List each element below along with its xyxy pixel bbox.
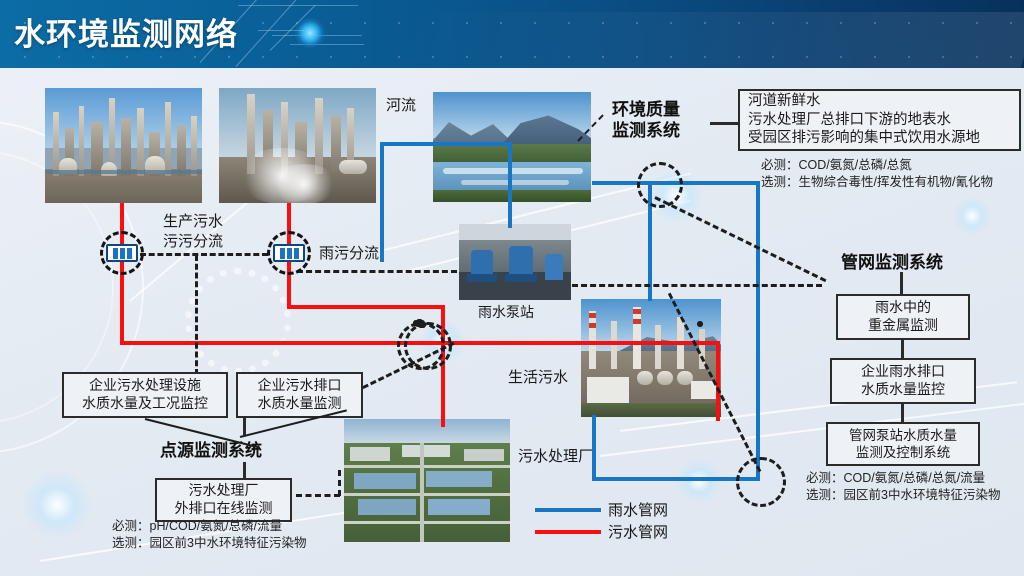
- header-swoosh: [369, 12, 1024, 68]
- rain-pipe-right-down: [756, 181, 760, 481]
- monitor-ring-icon: [100, 231, 144, 275]
- bg-flare-1: [22, 470, 92, 540]
- box-enterprise-facility-text: 企业污水处理设施 水质水量及工况监控: [82, 377, 208, 411]
- header-hline-3: [290, 44, 364, 45]
- monitor-point-circle-red-right: [697, 321, 703, 327]
- monitor-icon-rain-sewage-split[interactable]: [267, 231, 311, 275]
- rain-pipe-bottom-h: [592, 477, 760, 481]
- system-title-point-source: 点源监测系统: [160, 441, 262, 460]
- rain-pipe-mid-left-down: [648, 181, 652, 301]
- page-title: 水环境监测网络: [14, 17, 238, 52]
- sewage-pipe-right-down: [441, 305, 445, 427]
- point-source-bottom-connector: [243, 462, 246, 480]
- sewage-pipe-plant2-top: [287, 305, 445, 309]
- box-pipeline-pump-station[interactable]: 管网泵站水质水量 监测及控制系统: [826, 422, 980, 466]
- box-enterprise-outlet[interactable]: 企业污水排口 水质水量监测: [236, 372, 363, 418]
- header-dot-pattern: [0, 0, 1024, 68]
- dashed-link-icon1-icon2: [140, 253, 268, 256]
- system-title-pipeline: 管网监测系统: [841, 253, 943, 272]
- monitor-point-circle-rightred: [397, 322, 445, 370]
- photo-rain-pump-station: [459, 224, 571, 300]
- box-environment-targets-text: 河道新鲜水 污水处理厂总排口下游的地表水 受园区排污影响的集中式饮用水源地: [748, 93, 980, 147]
- box-enterprise-outlet-text: 企业污水排口 水质水量监测: [257, 377, 342, 411]
- sewage-pipe-refinery-down: [716, 341, 720, 421]
- legend-label-sewage: 污水管网: [608, 524, 669, 541]
- label-river: 河流: [386, 97, 417, 114]
- label-production-wastewater: 生产污水 污污分流: [163, 213, 224, 250]
- box-enterprise-facility[interactable]: 企业污水处理设施 水质水量及工况监控: [62, 372, 228, 418]
- monitor-point-circle-env: [637, 162, 683, 208]
- photo-river: [433, 92, 591, 202]
- header-hline-4: [258, 30, 304, 31]
- rain-pipe-river-down: [508, 142, 512, 228]
- dashed-link-wwtp-up: [338, 470, 341, 496]
- bg-gear: [185, 268, 291, 374]
- monitor-device-icon: [106, 244, 138, 262]
- note-point-source: 必测：pH/COD/氨氮/总磷/流量 选测：园区前3中水环境特征污染物: [112, 519, 307, 550]
- box-wwtp-outlet-text: 污水处理厂 外排口在线监测: [174, 482, 273, 516]
- dashed-link-env-to-pipeline: [654, 196, 827, 283]
- monitor-icon-production-wastewater[interactable]: [100, 231, 144, 275]
- pipeline-link-2: [901, 404, 904, 422]
- rain-pipe-river-h: [380, 142, 512, 146]
- header-node-glow: [295, 18, 325, 48]
- pipeline-title-connector: [900, 272, 903, 296]
- box-enterprise-rain-outlet-text: 企业雨水排口 水质水量监控: [861, 363, 945, 397]
- label-rain-sewage-split: 雨污分流: [319, 245, 380, 262]
- photo-refinery-1: [45, 88, 202, 203]
- point-source-top-connector: [243, 415, 246, 435]
- photo-refinery-2: [219, 88, 376, 203]
- monitor-device-icon: [273, 244, 305, 262]
- rain-pipe-river-top: [380, 142, 384, 250]
- slide-header: 水环境监测网络: [0, 0, 1024, 68]
- dashed-link-to-pipeline-system: [572, 284, 822, 287]
- system-title-environment: 环境质量 监测系统: [612, 100, 680, 141]
- box-pipeline-pump-text: 管网泵站水质水量 监测及控制系统: [849, 427, 957, 460]
- box-environment-targets[interactable]: 河道新鲜水 污水处理厂总排口下游的地表水 受园区排污影响的集中式饮用水源地: [738, 89, 1021, 151]
- box-wwtp-outlet[interactable]: 污水处理厂 外排口在线监测: [155, 478, 292, 522]
- legend-swatch-sewage: [535, 530, 601, 534]
- label-domestic-sewage: 生活污水: [508, 369, 569, 386]
- photo-wastewater-plant: [344, 419, 510, 542]
- dashed-link-pumpstation-right: [297, 270, 457, 273]
- legend-label-rain: 雨水管网: [608, 502, 669, 519]
- header-hline-1: [238, 5, 358, 6]
- box-rain-metal-text: 雨水中的 重金属监测: [868, 299, 938, 333]
- bg-flare-4: [676, 458, 722, 504]
- pipeline-link-1: [901, 340, 904, 358]
- rain-pipe-pump-down: [380, 246, 384, 262]
- dashed-link-down-to-facility: [195, 255, 198, 375]
- bg-flare-5: [952, 196, 992, 236]
- note-environment: 必测：COD/氨氮/总磷/总氮 选测：生物综合毒性/挥发性有机物/氰化物: [761, 158, 993, 189]
- rain-pipe-left-up: [592, 415, 596, 481]
- label-rain-pump-station: 雨水泵站: [478, 304, 534, 320]
- dashed-link-wwtp-right: [296, 494, 340, 497]
- monitor-ring-icon: [267, 231, 311, 275]
- box-rain-metal-monitoring[interactable]: 雨水中的 重金属监测: [836, 294, 970, 340]
- monitor-point-circle-blue-bottom: [736, 457, 786, 507]
- legend-swatch-rain: [535, 508, 601, 512]
- label-wwtp: 污水处理厂: [518, 448, 594, 465]
- box-enterprise-rain-outlet[interactable]: 企业雨水排口 水质水量监控: [830, 358, 976, 404]
- note-pipeline: 必测：COD/氨氮/总磷/总氮/流量 选测：园区前3中水环境特征污染物: [806, 471, 1001, 502]
- env-title-connector: [710, 122, 738, 125]
